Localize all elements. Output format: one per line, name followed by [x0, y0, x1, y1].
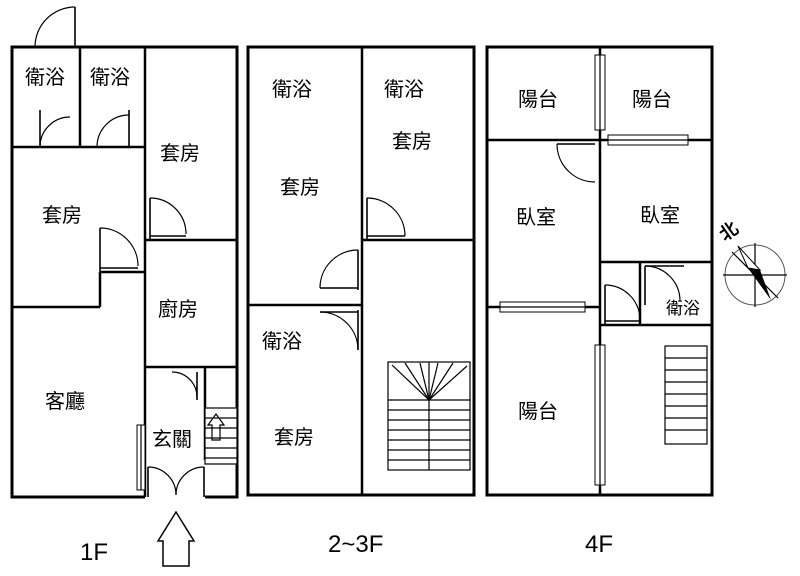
room-label-suite: 套房	[274, 425, 314, 449]
door-icon	[39, 110, 71, 148]
room-label-bathroom: 衛浴	[384, 77, 424, 101]
door-icon	[149, 197, 187, 240]
door-icon	[96, 110, 130, 148]
door-icon	[319, 310, 359, 351]
floor-2-3f: 衛浴 衛浴 套房 套房 衛浴 套房 2~3F	[246, 45, 476, 558]
room-label-balcony: 陽台	[632, 87, 672, 111]
door-icon	[34, 6, 76, 48]
stairs-icon	[664, 345, 708, 445]
entrance-arrow-icon	[156, 510, 196, 567]
door-icon	[366, 197, 406, 240]
floor-label: 1F	[80, 539, 108, 566]
door-icon	[556, 143, 596, 183]
room-label-bathroom: 衛浴	[262, 329, 302, 353]
floor-label: 2~3F	[328, 531, 383, 558]
room-label-bedroom: 臥室	[516, 205, 556, 229]
door-icon	[319, 249, 359, 290]
room-label-suite: 套房	[392, 129, 432, 153]
floor-1f-outline	[10, 45, 239, 499]
floor-label: 4F	[585, 531, 613, 558]
room-label-suite: 套房	[280, 175, 320, 199]
door-icon	[644, 265, 684, 305]
floor-1f: 衛浴 衛浴 套房 套房 廚房 客廳 玄關 1F	[10, 6, 239, 567]
room-label-bathroom: 衛浴	[90, 65, 130, 89]
door-icon	[604, 284, 641, 325]
room-label-balcony: 陽台	[518, 399, 558, 423]
compass-label: 北	[716, 218, 743, 246]
room-label-suite: 套房	[160, 141, 200, 165]
room-label-suite: 套房	[42, 203, 82, 227]
room-label-bathroom: 衛浴	[666, 299, 700, 319]
room-label-foyer: 玄關	[152, 427, 192, 451]
stairs-icon	[387, 361, 471, 471]
window-icon	[499, 301, 586, 313]
stairs-icon	[204, 407, 238, 465]
room-label-living-room: 客廳	[45, 389, 85, 413]
window-icon	[607, 134, 689, 146]
floor-4f: 陽台 陽台 臥室 臥室 衛浴 陽台 4F	[485, 45, 714, 558]
window-icon	[594, 344, 606, 486]
room-label-bedroom: 臥室	[640, 203, 680, 227]
room-label-kitchen: 廚房	[158, 297, 198, 321]
room-label-bathroom: 衛浴	[272, 77, 312, 101]
door-icon	[99, 227, 139, 272]
window-icon	[594, 54, 606, 131]
door-icon	[147, 466, 205, 497]
door-icon	[171, 371, 198, 400]
room-label-balcony: 陽台	[518, 87, 558, 111]
compass-icon: 北	[716, 218, 787, 307]
room-label-bathroom: 衛浴	[25, 65, 65, 89]
